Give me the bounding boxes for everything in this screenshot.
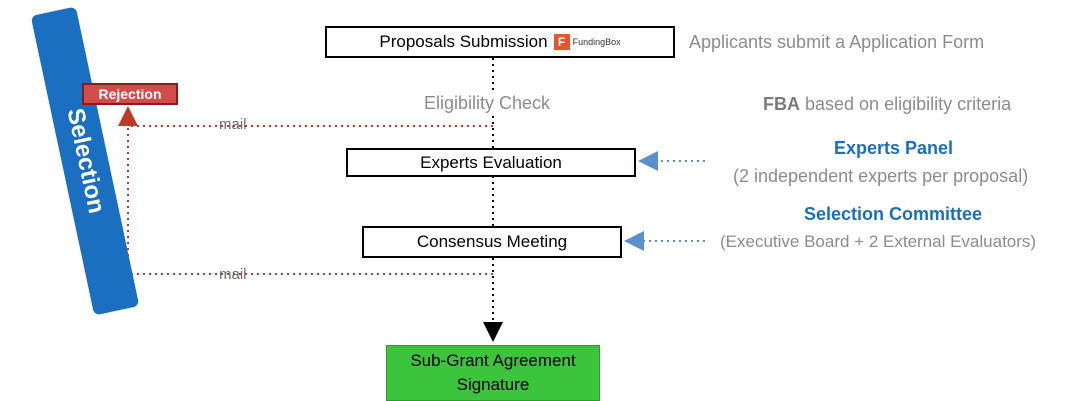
agreement-line-2: Signature	[456, 375, 530, 394]
fba-rest: based on eligibility criteria	[800, 94, 1012, 114]
applicants-note: Applicants submit a Application Form	[689, 32, 985, 52]
fba-note: FBA based on eligibility criteria	[763, 94, 1011, 115]
committee-title: Selection Committee	[804, 204, 983, 224]
agreement-line-1: Sub-Grant Agreement	[410, 351, 576, 370]
fundingbox-badge: F FundingBox	[553, 34, 621, 50]
consensus-meeting-label: Consensus Meeting	[416, 232, 568, 251]
experts-panel-title: Experts Panel	[834, 138, 954, 158]
fundingbox-logo-icon: F	[553, 34, 570, 50]
experts-evaluation-label: Experts Evaluation	[420, 152, 562, 172]
mail-label-bottom: mail	[219, 266, 247, 283]
consensus-meeting-box: Consensus Meeting	[362, 226, 622, 258]
fba-bold: FBA	[763, 94, 800, 114]
committee-desc: (Executive Board + 2 External Evaluators…	[720, 232, 1037, 251]
eligibility-check-label: Eligibility Check	[424, 93, 551, 113]
experts-evaluation-box: Experts Evaluation	[346, 148, 636, 177]
proposals-label: Proposals Submission	[379, 32, 548, 51]
fundingbox-name: FundingBox	[572, 37, 621, 47]
rejection-box: Rejection	[82, 83, 178, 105]
proposals-submission-box: Proposals Submission F FundingBox	[325, 26, 675, 58]
sub-grant-agreement-box: Sub-Grant Agreement Signature	[386, 345, 600, 401]
experts-panel-desc: (2 independent experts per proposal)	[733, 166, 1029, 186]
mail-label-top: mail	[219, 116, 247, 133]
rejection-label: Rejection	[98, 86, 162, 102]
